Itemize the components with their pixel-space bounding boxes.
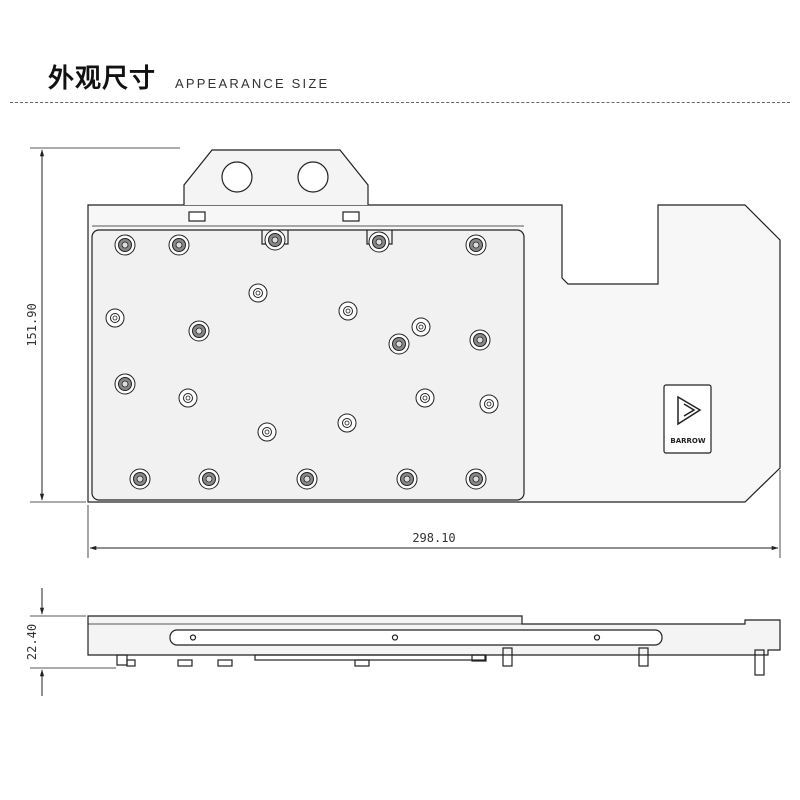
screw [415, 388, 435, 408]
screw [465, 234, 487, 256]
width-dimension [87, 470, 781, 558]
screw [168, 234, 190, 256]
header: 外观尺寸 APPEARANCE SIZE [0, 0, 800, 110]
screw [248, 283, 268, 303]
screw [396, 468, 418, 490]
width-label: 298.10 [412, 531, 455, 545]
height-dimension [30, 147, 180, 503]
header-divider [10, 102, 790, 103]
screw [114, 373, 136, 395]
screws [105, 229, 499, 490]
thickness-dimension [30, 588, 116, 696]
screw [129, 468, 151, 490]
screw [479, 394, 499, 414]
section-title: 外观尺寸 [48, 64, 157, 94]
logo-box [663, 384, 712, 454]
side-view [87, 615, 781, 676]
screw [264, 229, 286, 251]
port-right [297, 161, 329, 193]
screw [178, 388, 198, 408]
screw [368, 231, 390, 253]
screw [296, 468, 318, 490]
screw [188, 320, 210, 342]
barrow-logo-icon [677, 395, 702, 426]
screw [469, 329, 491, 351]
logo-text: BARROW [670, 437, 705, 445]
screw [411, 317, 431, 337]
screw [465, 468, 487, 490]
screw [388, 333, 410, 355]
section-subtitle: APPEARANCE SIZE [175, 76, 330, 91]
screw [105, 308, 125, 328]
clip-left [188, 211, 206, 222]
inner-plate [91, 229, 525, 501]
terminal-block [183, 149, 369, 205]
thickness-label: 22.40 [25, 624, 39, 660]
screw [338, 301, 358, 321]
screw [337, 413, 357, 433]
height-label: 151.90 [25, 303, 39, 346]
screw [114, 234, 136, 256]
port-left [221, 161, 253, 193]
side-slot [169, 629, 663, 646]
screw [198, 468, 220, 490]
screw [257, 422, 277, 442]
clip-right [342, 211, 360, 222]
